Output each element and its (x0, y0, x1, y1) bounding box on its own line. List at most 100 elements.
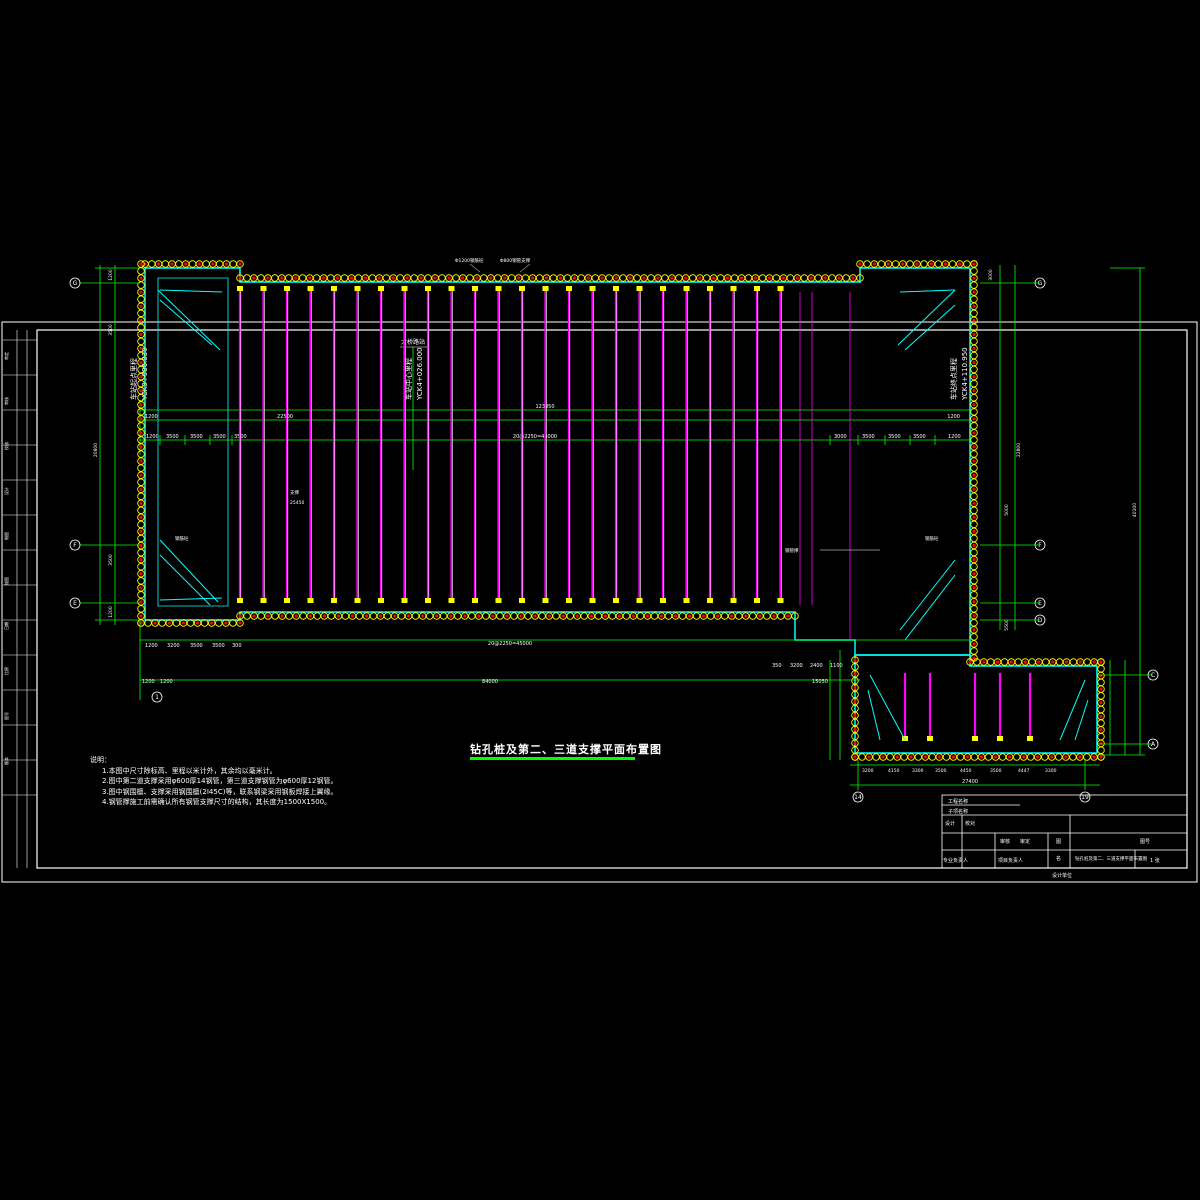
pile-core (519, 614, 523, 618)
pile-core (157, 262, 161, 266)
pile-core (139, 586, 143, 590)
strip-cell: 审核 (3, 397, 9, 405)
station-top-label: 大桥路站 (401, 338, 425, 346)
pile (970, 323, 978, 332)
pile-core (322, 276, 326, 280)
pile-core (972, 614, 976, 618)
pile (186, 619, 195, 627)
pile (758, 274, 767, 282)
inner-label-mid: 钢管撑 (785, 547, 799, 554)
pile-core (139, 276, 143, 280)
pile (970, 344, 978, 353)
pile-core (659, 614, 664, 618)
lower-dim: 4447 (1018, 768, 1030, 774)
pile-core (853, 755, 857, 759)
pile (800, 274, 809, 282)
pile (285, 612, 293, 620)
pile (137, 520, 145, 529)
strut-end (902, 736, 908, 741)
top-dim-r2-2: 3500 (190, 434, 203, 440)
pile-core (181, 621, 185, 625)
pile-core (858, 262, 862, 266)
pile-core (139, 558, 143, 562)
bottom-dim-l0: 1200 (142, 679, 155, 685)
strut-end (972, 736, 978, 741)
pile (1097, 692, 1105, 700)
pile (151, 619, 159, 627)
bottom-right-dim-0: 350 (772, 663, 782, 669)
pile (970, 506, 978, 515)
pile (494, 274, 502, 282)
pile-core (336, 614, 340, 618)
pile (439, 612, 448, 620)
pile-core (238, 621, 242, 625)
pile (580, 612, 588, 620)
pile (425, 612, 434, 620)
strut-end (354, 286, 361, 291)
pile (970, 302, 978, 310)
tb-sign5: 专业负责人 (943, 857, 968, 864)
pile-core (463, 614, 467, 618)
pile-core (972, 600, 976, 604)
side-right-7: 5500 (1004, 619, 1010, 631)
pile-core (407, 614, 411, 618)
stake-right: YCK4+110.950 (961, 347, 969, 401)
pile (1069, 658, 1078, 666)
pile-core (972, 318, 976, 322)
pile-core (139, 417, 143, 421)
strut-end (542, 598, 549, 603)
pile-core (886, 262, 891, 266)
pile (970, 499, 978, 507)
pile-core (702, 614, 706, 618)
pile (872, 753, 880, 761)
pile-core (308, 276, 312, 280)
pile (1033, 753, 1042, 761)
pile-core (139, 332, 143, 336)
pile-core (196, 621, 200, 625)
pile-core (617, 614, 622, 618)
pile (137, 478, 145, 486)
pile-core (139, 600, 143, 604)
pile-core (901, 262, 905, 266)
pile (970, 640, 978, 648)
pile (137, 443, 145, 451)
pile-core (996, 660, 1000, 664)
pile (856, 260, 864, 268)
pile-core (139, 318, 143, 322)
pile-core (238, 262, 242, 266)
pile-core (972, 445, 976, 449)
stake-center: YCK4+026.000 (416, 347, 424, 401)
pile (970, 309, 978, 318)
pile (664, 612, 673, 620)
pile (137, 302, 145, 310)
pile (970, 534, 978, 543)
pile-core (656, 276, 660, 280)
pile (257, 612, 265, 620)
pile-core (517, 276, 521, 280)
notes-heading: 说明： (90, 756, 111, 764)
pile (970, 583, 978, 592)
pile-core (943, 262, 948, 266)
pile (858, 753, 866, 761)
strut-end (660, 598, 666, 603)
pile (900, 753, 908, 761)
pile (986, 658, 995, 666)
pile (702, 274, 711, 282)
pile-core (781, 276, 786, 280)
tb-sign6: 项目负责人 (998, 857, 1023, 864)
pile (935, 753, 944, 761)
strut-end (589, 286, 596, 291)
pile-core (393, 614, 397, 618)
tb-company: 设计单位 (1052, 872, 1072, 879)
pile (1097, 746, 1105, 754)
strut-end (613, 598, 619, 603)
pile (1028, 658, 1036, 666)
axis-G-right: G (1038, 280, 1043, 287)
pile (899, 260, 907, 268)
pile (137, 450, 145, 458)
pile-core (349, 276, 354, 280)
pile (970, 450, 978, 458)
pile-core (923, 755, 927, 759)
pile (482, 612, 490, 620)
drawing-title: 钻孔桩及第二、三道支撑平面布置图 (470, 743, 662, 756)
